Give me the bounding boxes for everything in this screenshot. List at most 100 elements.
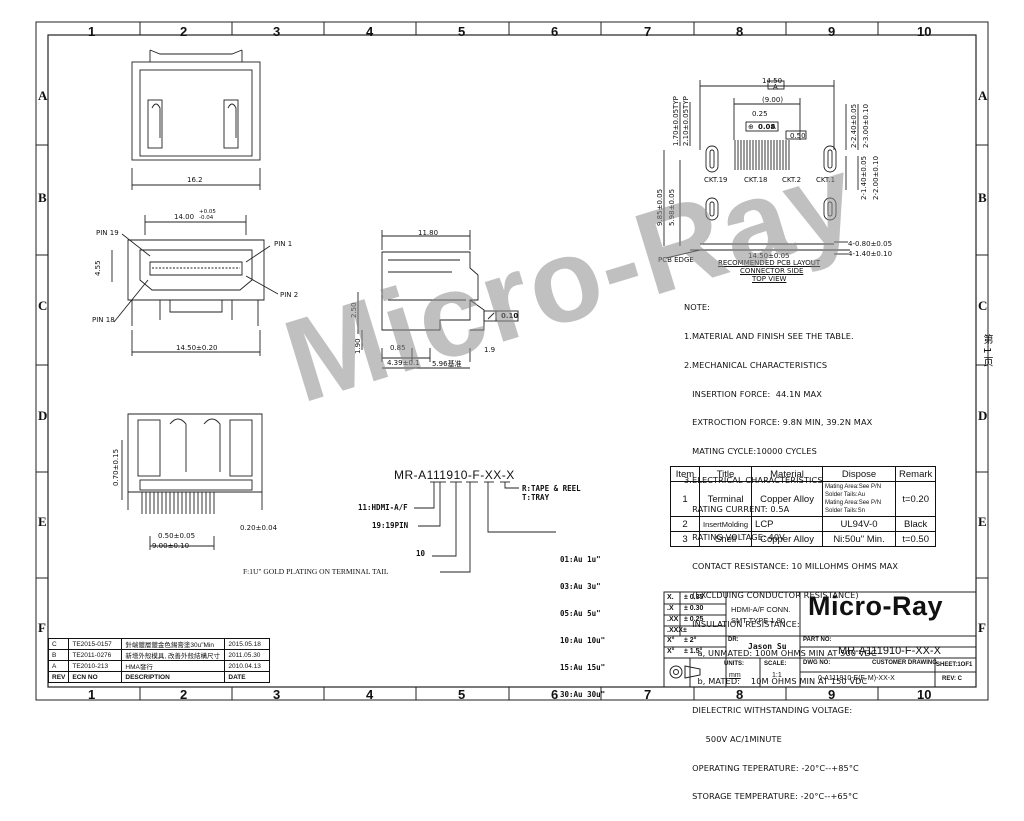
column-label-9: 9 — [828, 24, 836, 39]
pcb-position-datum: A — [771, 123, 776, 131]
pcb-ckt1: CKT.1 — [816, 176, 836, 184]
ecn-cell: TE2011-0276 — [68, 649, 123, 661]
pcb-pitch-width: (9.00) — [762, 96, 784, 104]
date-cell: 2011.05.30 — [224, 649, 271, 661]
dispose-line: Solder Tails:Sn — [825, 508, 865, 514]
label-pin-18: PIN 18 — [92, 316, 115, 324]
front-view-drawing — [111, 215, 279, 356]
pcb-caption-2: CONNECTOR SIDE — [740, 267, 804, 275]
tol-key: X. — [667, 594, 674, 601]
drawing-frame — [35, 21, 989, 701]
pcb-pitch: 0.50 — [790, 132, 806, 140]
note-line: NOTE: — [684, 302, 711, 313]
pcb-width: 14.50 — [762, 77, 783, 85]
cell-remark: t=0.20 — [895, 481, 937, 517]
cell-title: InsertMolding — [698, 516, 753, 532]
gold-options: 01:Au 1u" 03:Au 3u" 05:Au 5u" 10:Au 10u"… — [560, 537, 605, 717]
note-line: OPERATING TEPERATURE: -20°C--+85°C — [684, 762, 859, 773]
tol-key: .XXX± — [667, 627, 687, 634]
pcb-300: 2-3.00±0.10 — [862, 103, 870, 148]
table-header-row: Item Title Material Dispose Remark — [670, 466, 937, 482]
column-label-9-bottom: 9 — [828, 687, 836, 702]
header-description: DESCRIPTION — [121, 671, 226, 683]
column-label-1-bottom: 1 — [88, 687, 96, 702]
gold-option: 03:Au 3u" — [560, 582, 601, 591]
cell-item: 1 — [670, 481, 700, 517]
revision-table: C TE2015-0157 針端鍍層鍍金色錫膏塗30u"Min 2015.05.… — [47, 638, 271, 683]
pcb-caption-1: RECOMMENDED PCB LAYOUT — [718, 259, 821, 267]
row-label-d-right: D — [978, 408, 988, 423]
tol-key: .X — [667, 605, 674, 612]
cell-remark: Black — [895, 516, 937, 532]
column-label-6: 6 — [551, 24, 559, 39]
units-value: mm — [729, 672, 741, 679]
note-line: MATING CYCLE:10000 CYCLES — [684, 446, 817, 457]
part-code: MR-A111910-F-XX-X — [394, 468, 515, 482]
header-remark: Remark — [895, 466, 937, 482]
dispose-line: Solder Tails:Au — [825, 492, 865, 498]
row-label-f-right: F — [978, 620, 986, 635]
note-line: (EXCLDUING CONDUCTOR RESISTANCE) — [684, 590, 859, 600]
pcb-025: 0.25 — [752, 110, 768, 118]
drawn-by-label: DR: — [728, 637, 739, 643]
pcb-ckt2: CKT.2 — [782, 176, 802, 184]
material-table: Item Title Material Dispose Remark 1 Ter… — [670, 466, 937, 547]
cell-material: Copper Alloy — [751, 531, 824, 547]
row-label-e-right: E — [978, 514, 987, 529]
drawing-sheet: 1 2 3 4 5 6 7 8 9 10 1 2 3 4 5 6 7 8 9 1… — [35, 21, 992, 801]
note-line: b, MATED: 10M OHMS MIN AT 150 VDC — [684, 676, 868, 687]
revision-label: REV: C — [942, 676, 963, 682]
page-side-label: 第 1 页 — [981, 334, 992, 367]
ecn-cell: TE2010-213 — [68, 660, 123, 672]
scale-value: 1:1 — [772, 672, 782, 679]
tol-value: ± 0.25 — [684, 616, 704, 623]
column-label-2: 2 — [180, 24, 188, 39]
label-pin-2: PIN 2 — [280, 291, 299, 299]
tol-value: ± 1.5° — [684, 648, 703, 655]
desc-cell: 新增外殼模具, 改善外殼結構尺寸 — [121, 649, 226, 661]
part-no-value: MR-A111910-F-XX-X — [838, 645, 941, 657]
column-label-6-bottom: 6 — [551, 687, 559, 702]
pcb-layout-drawing — [663, 80, 859, 259]
notes-block: NOTE: 1.MATERIAL AND FINISH SEE THE TABL… — [684, 284, 898, 821]
tol-value: ± 2° — [684, 637, 697, 644]
pcb-edge-label: PCB EDGE — [658, 256, 694, 264]
dim-bottom-020: 0.20±0.04 — [240, 524, 278, 532]
tol-value: ± 0.35 — [684, 594, 704, 601]
row-label-a-right: A — [978, 88, 988, 103]
column-label-1: 1 — [88, 24, 96, 39]
packing-reel: R:TAPE & REEL — [522, 484, 581, 493]
drawn-by-name: Jason Su — [748, 642, 787, 651]
note-line: EXTROCTION FORCE: 9.8N MIN, 39.2N MAX — [684, 417, 873, 428]
pcb-datum-a: A — [773, 83, 778, 91]
tol-value: ± 0.30 — [684, 605, 704, 612]
note-line: 500V AC/1MINUTE — [684, 733, 782, 744]
gold-option: 30:Au 30u" — [560, 690, 606, 699]
column-label-4: 4 — [366, 24, 374, 39]
dim-side-top: 11.80 — [418, 229, 439, 237]
dim-top-width: 16.2 — [187, 176, 203, 184]
table-row: 3 Shell Copper Alloy Ni:50u" Min. t=0.50 — [670, 531, 937, 547]
position-icon: ⊕ — [748, 123, 754, 131]
desc-cell: 針端鍍層鍍金色錫膏塗30u"Min — [121, 638, 226, 650]
note-line: a, UNMATED: 100M OHMS MIN AT 500 VDC — [684, 647, 877, 658]
bottom-view-drawing — [121, 413, 263, 550]
column-label-7-bottom: 7 — [644, 687, 652, 702]
header-dispose: Dispose — [822, 466, 897, 482]
header-ecn: ECN NO — [68, 671, 123, 683]
row-label-d: D — [38, 408, 48, 423]
pcb-080: 4-0.80±0.05 — [848, 240, 893, 248]
dim-front-width: 14.00 — [174, 213, 195, 221]
pcb-179: 1.70±0.05TYP — [672, 96, 680, 146]
row-label-b-right: B — [978, 190, 987, 205]
dwg-no-value: 0-A111910-E(F, M)-XX-X — [818, 675, 895, 682]
packing-tray: T:TRAY — [522, 493, 550, 502]
tol-key: .XX — [667, 616, 679, 623]
ecn-cell: TE2015-0157 — [68, 638, 123, 650]
pcb-210: 2.10±0.05TYP — [682, 96, 690, 146]
row-label-a: A — [38, 88, 48, 103]
table-header-row: REV ECN NO DESCRIPTION DATE — [47, 671, 271, 683]
cell-item: 2 — [670, 516, 700, 532]
note-line: INSULATION RESISTANCE: — [684, 618, 800, 629]
pcb-ckt18: CKT.18 — [744, 176, 768, 184]
